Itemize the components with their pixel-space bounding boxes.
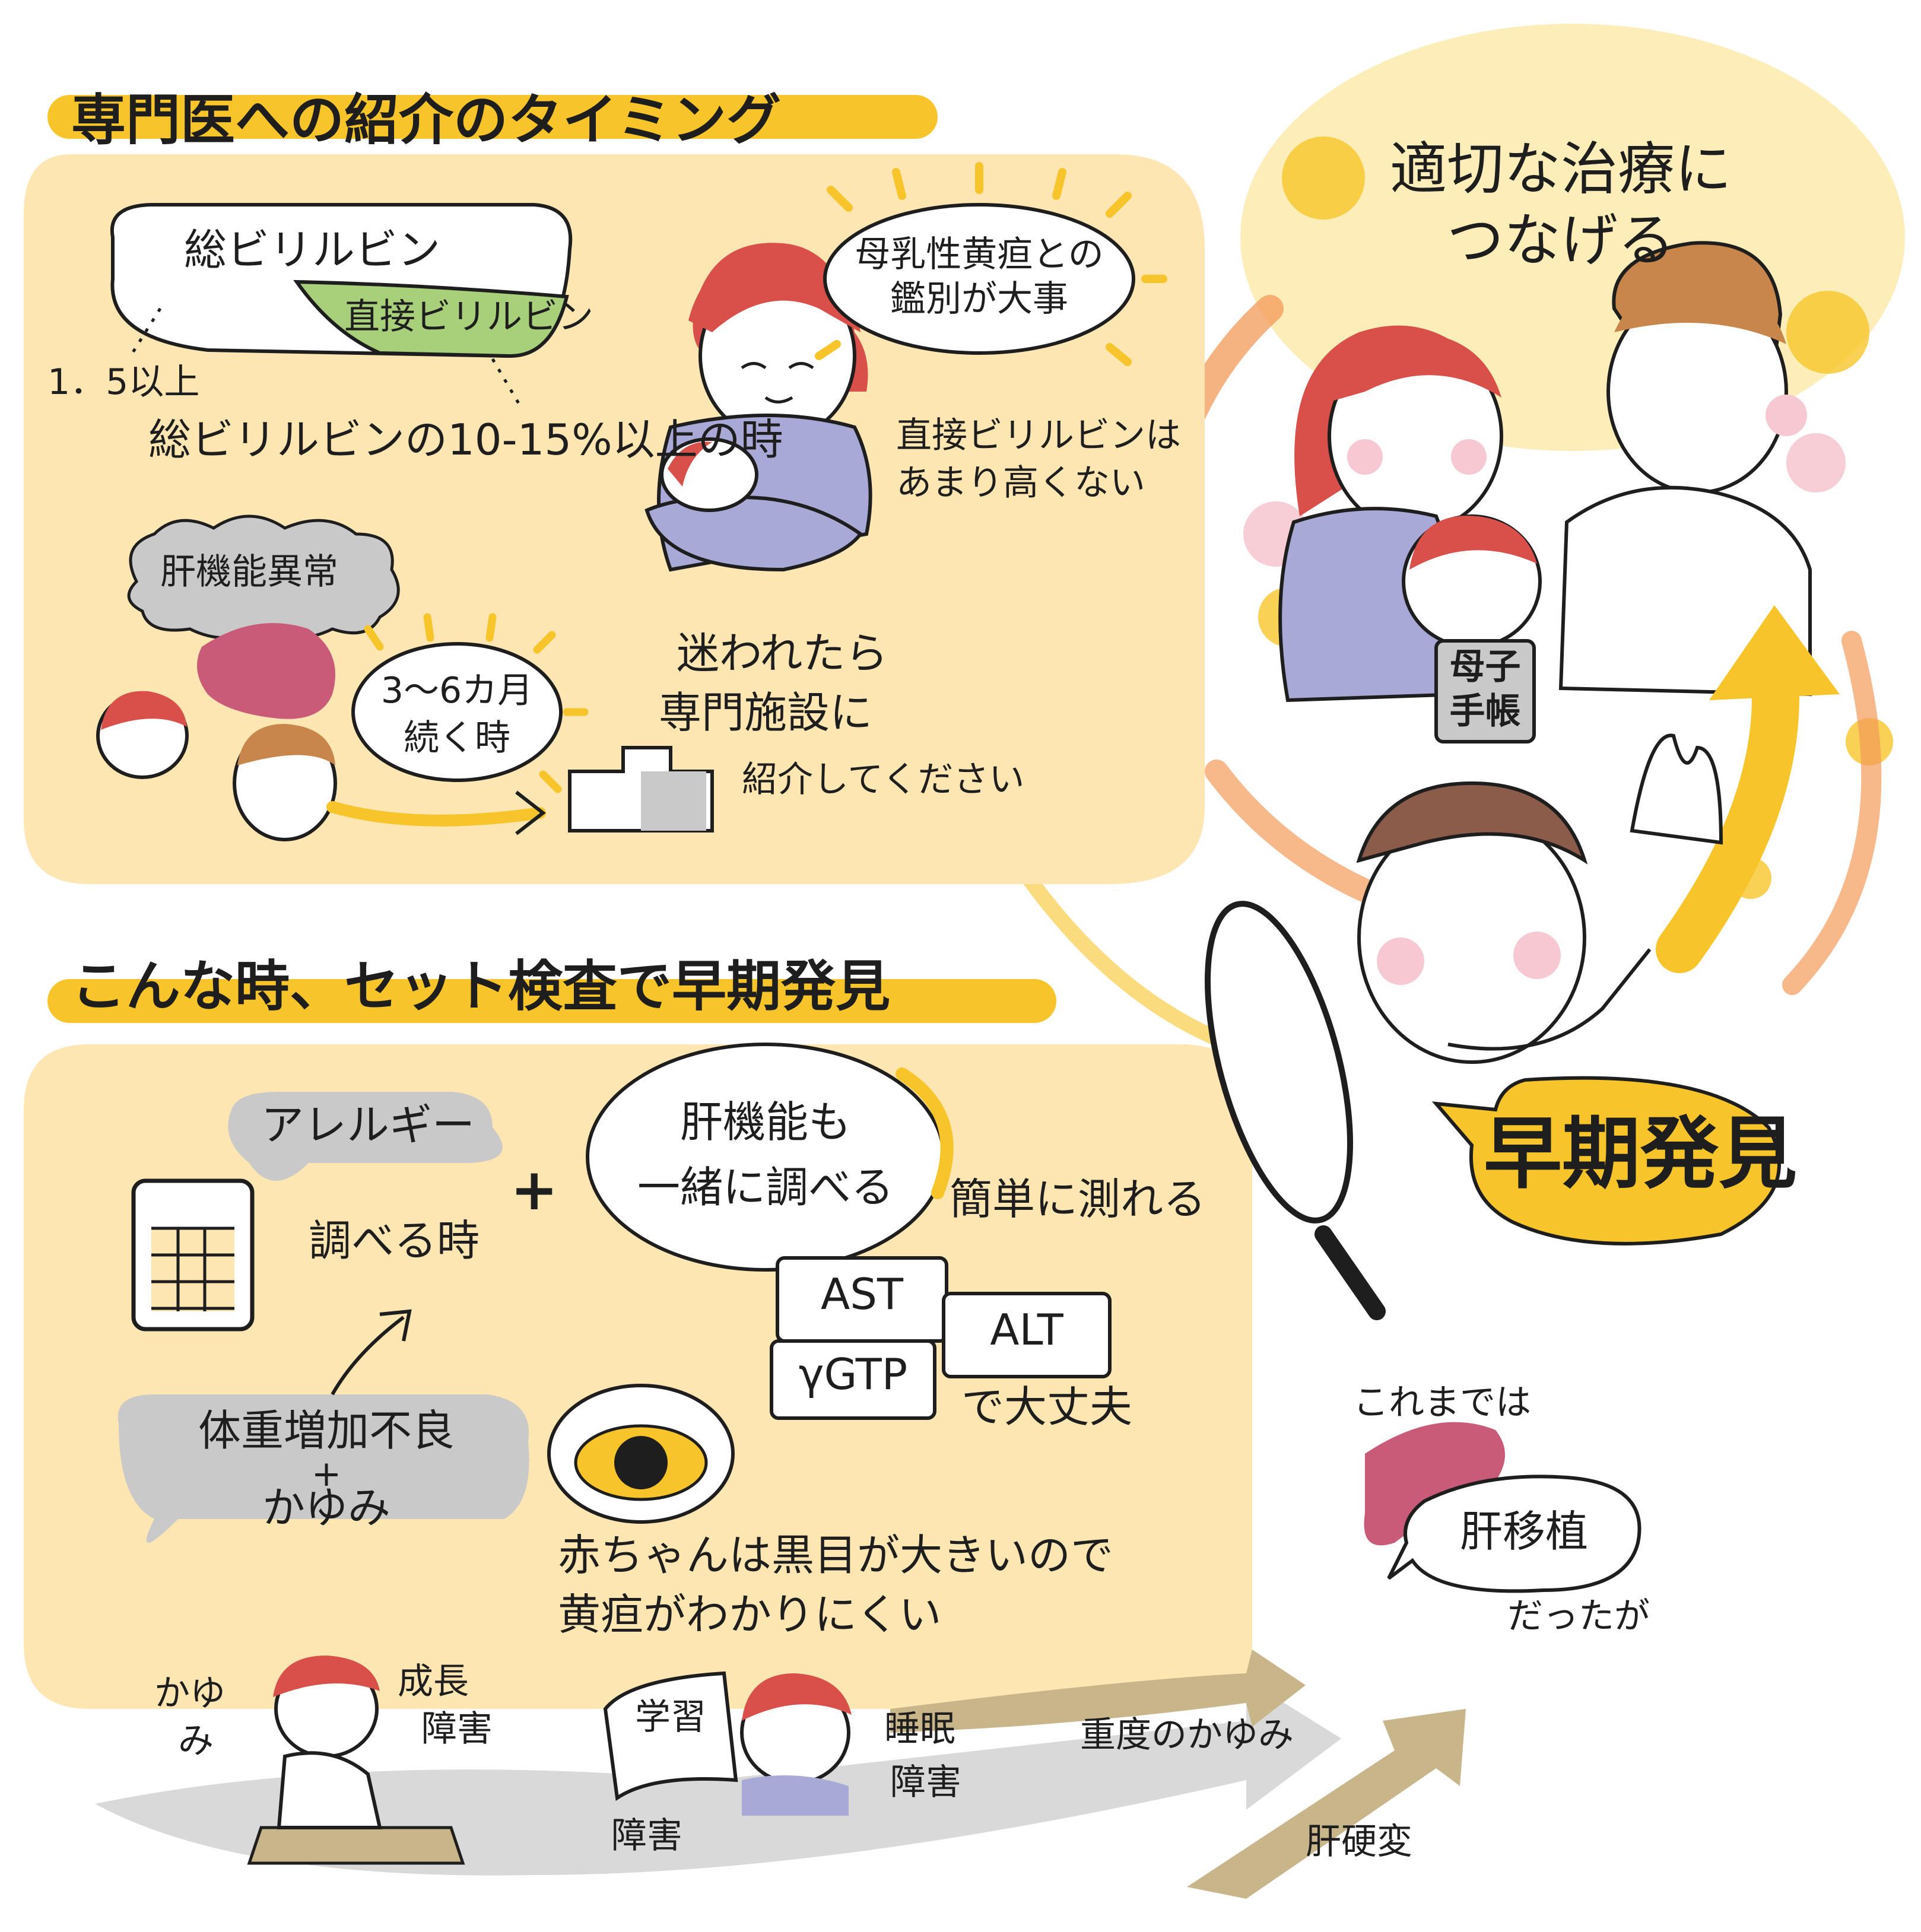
total-bilirubin-label: 総ビリルビン: [184, 225, 441, 275]
plus-sign: +: [510, 1156, 558, 1223]
weight-plus: +: [311, 1453, 342, 1495]
early-discovery-bubble: [1431, 1076, 1781, 1245]
family-with-doctor-illustration: [1278, 241, 1812, 743]
weight-line2: かゆみ: [262, 1483, 390, 1533]
learning-line1: 学習: [635, 1696, 706, 1738]
growth-line2: 障害: [421, 1708, 493, 1750]
threshold-percent: 総ビリルビンの10-15%以上の時: [148, 415, 783, 465]
breastmilk-line1: 母乳性黄疸との: [855, 234, 1104, 275]
liver-abnormal-cloud: [127, 514, 400, 719]
allergy-cloud: [228, 1092, 503, 1181]
threshold-value: 1．5以上: [47, 361, 200, 403]
learning-line2: 障害: [611, 1815, 682, 1857]
sleep-line1: 睡眠: [884, 1708, 955, 1750]
severe-itch-label: 重度のかゆみ: [1080, 1714, 1294, 1756]
cirrhosis-label: 肝硬変: [1306, 1821, 1412, 1863]
doctor-with-magnifier-illustration: [1205, 733, 1723, 1320]
direct-note-line1: 直接ビリルビンは: [896, 415, 1181, 456]
refer-line3: 紹介してください: [742, 759, 1025, 800]
section1-title: 専門医への紹介のタイミング: [71, 88, 782, 152]
growth-line1: 成長: [398, 1661, 469, 1702]
early-discovery-label: 早期発見: [1484, 1108, 1797, 1200]
refer-line2: 専門施設に: [659, 688, 873, 738]
easy-measure-label: 簡単に測れる: [950, 1174, 1206, 1224]
test-ggtp: γGTP: [798, 1349, 908, 1399]
handbook-line1: 母子: [1449, 646, 1521, 688]
duration-bubble: [351, 613, 589, 793]
when-test-label: 調べる時: [309, 1216, 480, 1266]
baby-and-doctor-thinking: [96, 691, 546, 841]
refer-line1: 迷われたら: [677, 628, 888, 678]
heading2-highlight: [47, 979, 1056, 1023]
liver-test-line1: 肝機能も: [680, 1097, 851, 1147]
duration-line2: 続く時: [404, 717, 510, 759]
duration-line1: 3～6カ月: [380, 670, 534, 711]
treat-line1: 適切な治療に: [1390, 136, 1732, 202]
was-label: だったが: [1507, 1596, 1650, 1637]
itch-b: み: [178, 1720, 214, 1762]
upward-progress-arrow: [1656, 605, 1840, 973]
test-alt: ALT: [990, 1305, 1063, 1355]
section2-title: こんな時、セット検査で早期発見: [71, 955, 891, 1018]
liver-abnormal-label: 肝機能異常: [160, 551, 338, 593]
ok-label: で大丈夫: [961, 1382, 1133, 1432]
heading1-highlight: [47, 95, 938, 139]
section2-panel: [24, 1044, 1252, 1709]
weight-line1: 体重増加不良: [198, 1406, 455, 1456]
itch-a: かゆ: [154, 1673, 226, 1714]
allergy-label: アレルギー: [261, 1100, 475, 1150]
eye-line1: 赤ちゃんは黒目が大きいので: [558, 1530, 1114, 1580]
liver-test-bubble: [586, 1043, 954, 1272]
weight-itch-cloud: [118, 1309, 529, 1543]
until-now-label: これまでは: [1353, 1382, 1531, 1423]
liver-test-line2: 一緒に調べる: [637, 1162, 894, 1212]
treat-line2: つなげる: [1447, 207, 1675, 274]
bilirubin-diagram: [110, 203, 573, 411]
transplant-label: 肝移植: [1460, 1507, 1589, 1556]
eye-line2: 黄疸がわかりにくい: [558, 1590, 942, 1639]
disease-progression: [95, 1650, 1466, 1899]
calendar-icon: [131, 1178, 255, 1332]
test-ast: AST: [821, 1269, 903, 1319]
liver-transplant-illustration: [1364, 1422, 1641, 1593]
test-cards: [770, 1256, 1112, 1420]
direct-bilirubin-label: 直接ビリルビン: [344, 296, 593, 338]
mother-breastfeeding-illustration: [644, 243, 872, 572]
yellow-eye-icon: [547, 1384, 735, 1524]
sleep-line2: 障害: [890, 1762, 961, 1803]
breastmilk-bubble: [815, 162, 1167, 366]
handbook-line2: 手帳: [1449, 691, 1521, 732]
hospital-icon: [568, 746, 714, 832]
breastmilk-line2: 鑑別が大事: [890, 278, 1068, 320]
direct-note-line2: あまり高くない: [896, 462, 1145, 504]
